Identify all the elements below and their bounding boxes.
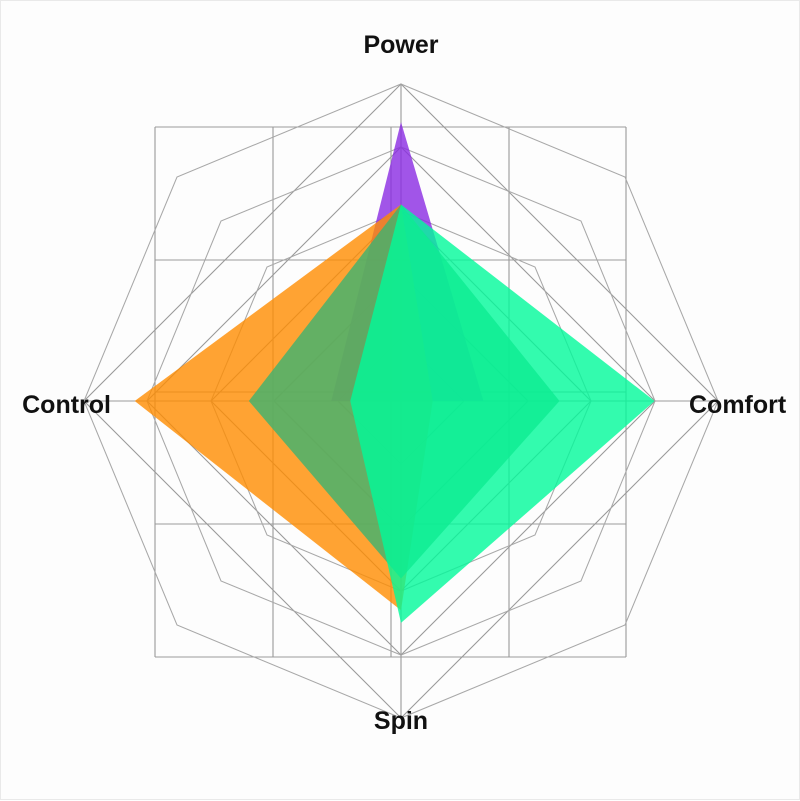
series-polygon-4 (350, 204, 655, 623)
axis-label-power: Power (363, 31, 438, 59)
axis-label-control: Control (22, 391, 111, 419)
chart-series-layer (134, 122, 655, 623)
axis-label-comfort: Comfort (689, 391, 787, 419)
axis-label-spin: Spin (374, 707, 428, 735)
